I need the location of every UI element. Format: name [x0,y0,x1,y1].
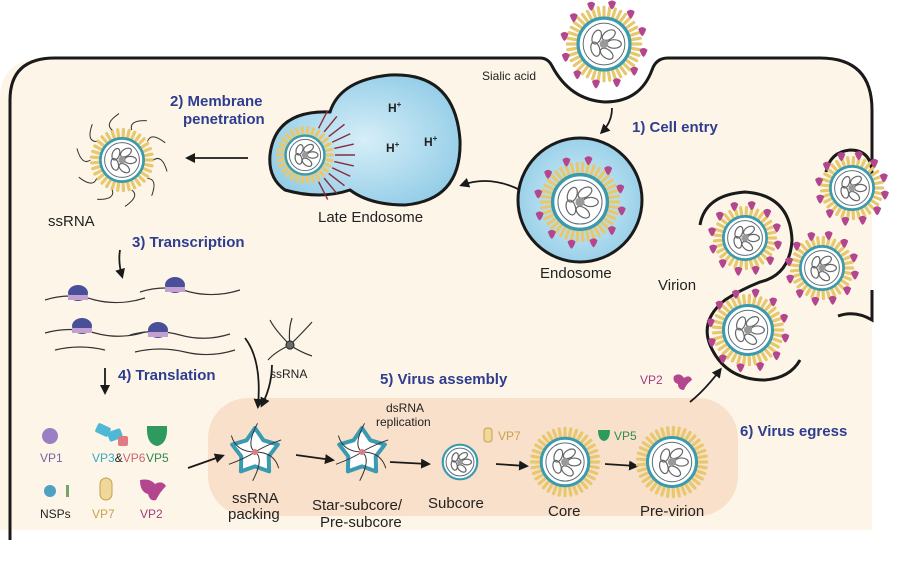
virion-ssrna [76,113,168,207]
flow-arrows [100,107,722,471]
cell-membrane-right-lower [837,290,874,323]
label-proton-3: H+ [424,134,438,149]
assembly-star-subcore [335,423,389,481]
endosome-penetration-spikes [317,110,355,200]
assembly-core [529,426,601,498]
step-membrane-penetration-1: 2) Membrane [170,93,263,110]
label-proton-2: H+ [386,140,400,155]
virion-released-top [815,151,889,226]
nsp-bar-icon [66,485,69,497]
label-ssrna-left: ssRNA [48,213,95,230]
virion-egress-mid [706,288,790,373]
ssrna-free-strand [267,317,313,361]
assembly-pre-virion [635,425,709,499]
vp5-assembly-icon [598,430,610,441]
label-vp2-egress: VP2 [640,373,663,387]
vp5-icon [146,426,168,446]
label-vp2: VP2 [140,507,163,521]
step-translation: 4) Translation [118,367,216,384]
label-vp3-vp6: VP3&VP6 [92,451,146,465]
label-dsrna-1: dsRNA [386,401,424,415]
step-membrane-penetration-2: penetration [183,111,265,128]
ribosomes [68,277,185,338]
cell-membrane-outline [8,56,874,540]
virion-egress-top [708,201,782,276]
label-vp5: VP5 [146,451,169,465]
label-sialic-acid: Sialic acid [482,69,536,83]
virion-released-bottom [785,231,859,306]
vp2-egress-icon [673,374,692,390]
label-ssrna-packing-1: ssRNA [232,490,279,507]
virion-endosome [534,156,626,249]
label-core: Core [548,503,581,520]
label-vp5-assembly: VP5 [614,429,637,443]
label-virion: Virion [658,277,696,294]
late-endosome [268,73,462,207]
label-star-subcore-2: Pre-subcore [320,514,402,531]
label-vp7: VP7 [92,507,115,521]
protein-legend [42,374,692,501]
virion-late-endosome [275,126,335,184]
assembly-ssrna-packing [228,423,282,481]
step-cell-entry: 1) Cell entry [632,119,719,136]
step-transcription: 3) Transcription [132,234,245,251]
step-virus-assembly: 5) Virus assembly [380,371,508,388]
label-dsrna-2: replication [376,415,431,429]
label-late-endosome: Late Endosome [318,209,423,226]
label-proton-1: H+ [388,100,402,115]
egress-bud [698,190,802,382]
label-ssrna-small: ssRNA [270,367,307,381]
vp2-icon [140,479,166,501]
assembly-subcore [441,443,479,481]
label-vp1: VP1 [40,451,63,465]
label-nsps: NSPs [40,507,71,521]
step-virus-egress: 6) Virus egress [740,423,847,440]
virion-entry [560,0,648,89]
vp7-icon [99,477,113,501]
label-endosome: Endosome [540,265,612,282]
label-ssrna-packing-2: packing [228,506,280,523]
transcription-mrna [44,287,241,356]
vp7-assembly-icon [483,427,493,443]
label-vp7-assembly: VP7 [498,429,521,443]
label-subcore: Subcore [428,495,484,512]
nsp-icon [44,485,56,497]
label-star-subcore-1: Star-subcore/ [312,497,403,514]
vp3-vp6-icon [95,423,128,446]
label-pre-virion: Pre-virion [640,503,704,520]
vp1-icon [42,428,58,444]
